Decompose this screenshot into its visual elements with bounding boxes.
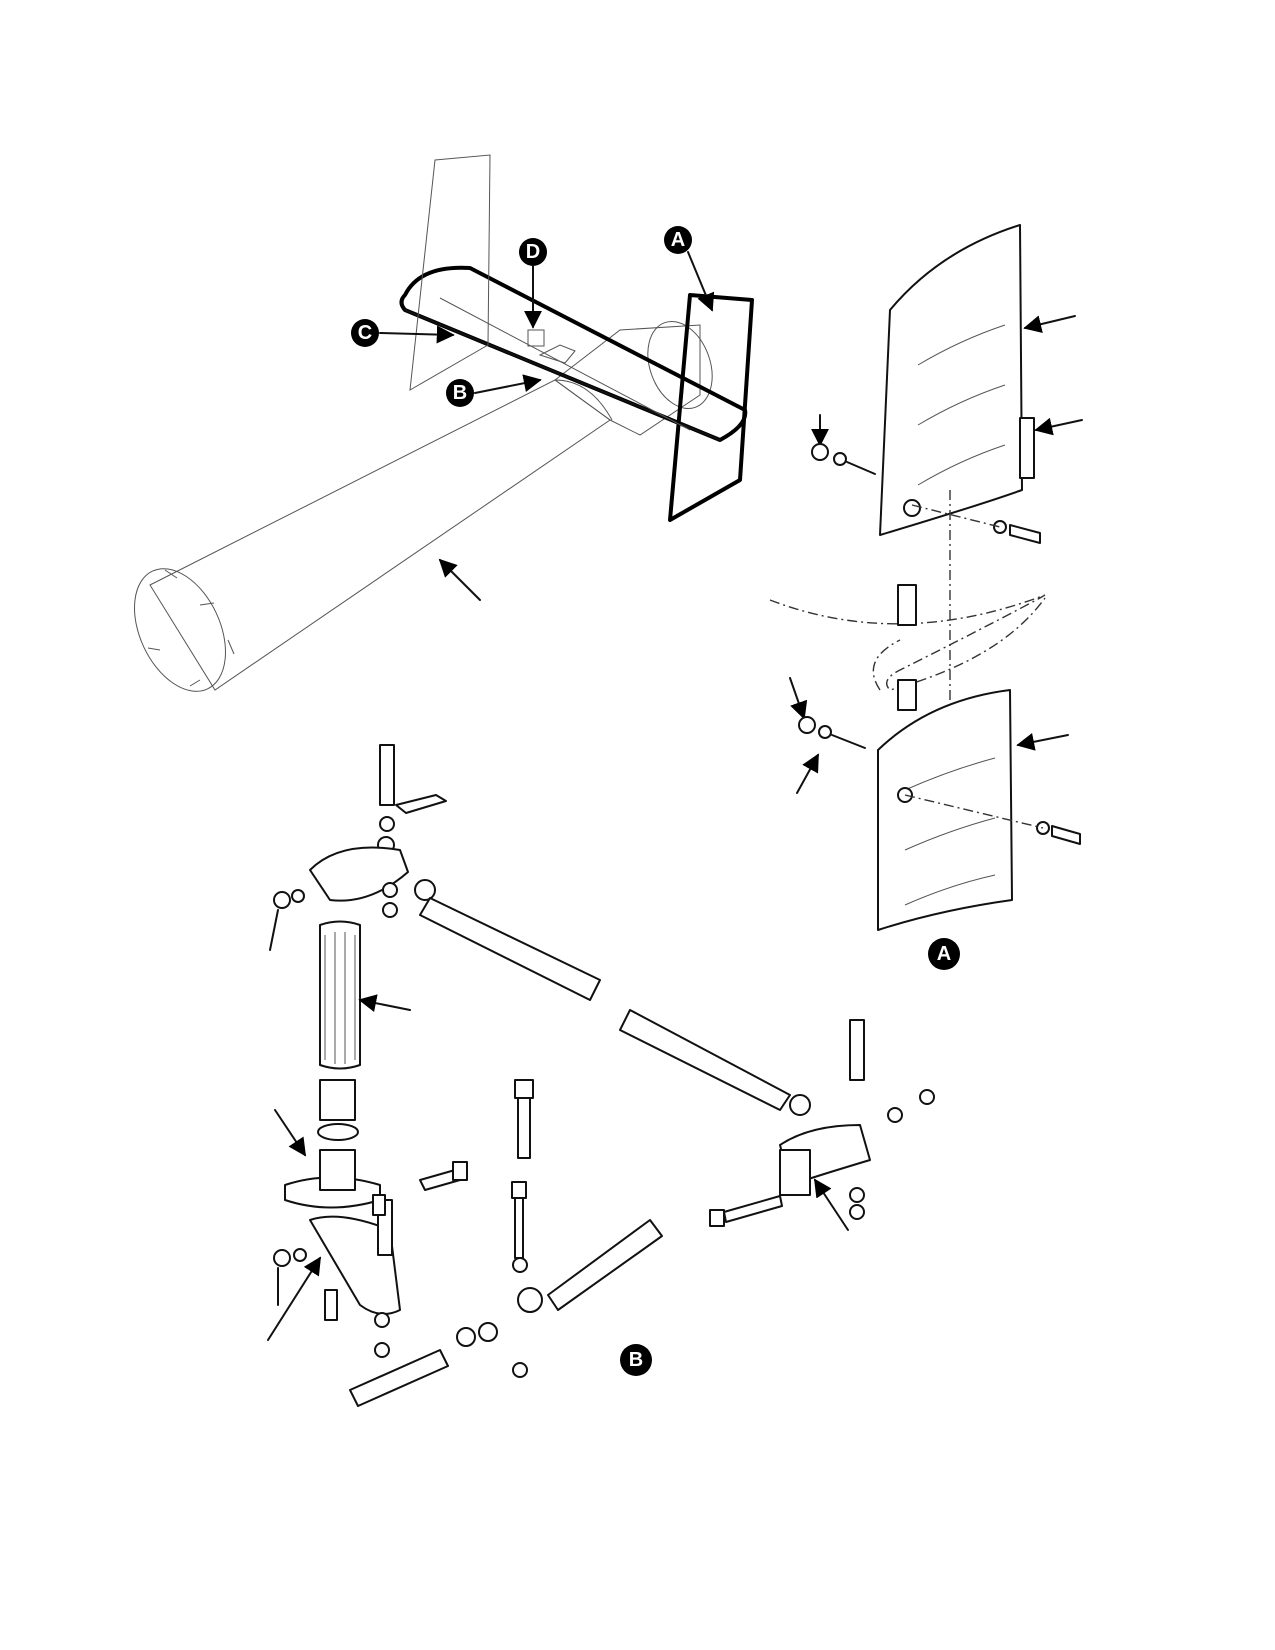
right-bellcrank [779,1019,935,1220]
bearing-spacer [317,1079,359,1141]
callout-b-top: B [446,379,474,407]
svg-text:A: A [671,229,685,251]
upper-fin-leader-2 [1034,417,1083,436]
shaft-leader [358,994,411,1013]
svg-text:D: D [526,241,540,263]
callout-d-top: D [519,238,547,266]
lower-centerline [904,794,1044,829]
upper-fin-leader-1 [1023,315,1076,333]
svg-text:B: B [453,382,467,404]
boom-leader-arrow [438,558,481,601]
lower-nut-leader-1 [789,677,808,720]
bracket-leader [274,1109,306,1157]
lower-push-pull-rod [349,1219,663,1407]
lower-bolt [1036,821,1081,845]
upper-centerline [911,504,1001,528]
vertical-bolts [372,1181,528,1378]
svg-text:C: C [358,322,372,344]
callout-c-top: C [351,319,379,347]
leader-a-top [687,251,715,312]
lower-bellcrank [273,1199,401,1321]
upper-fin [879,224,1035,536]
upper-bolt [993,520,1041,544]
stabilizer-section [769,584,1046,711]
center-bolt [514,1079,534,1159]
right-bolt [709,1195,783,1227]
leader-c-top [379,325,455,344]
upper-nut [811,443,876,475]
svg-text:B: B [629,1349,643,1371]
lower-bellcrank-leader [267,1256,321,1341]
callout-b-detail: B [620,1344,652,1376]
bracket-bolt [419,1161,468,1191]
upper-push-pull-rod [414,879,811,1116]
lower-nut [798,716,866,749]
lower-fin [877,689,1013,931]
callout-a-detail: A [928,938,960,970]
upper-bellcrank [269,744,447,951]
lower-fin-leader [1016,732,1069,751]
tail-boom [134,320,713,692]
leader-b-top [474,374,542,394]
lower-nut-leader-2 [796,753,819,794]
callout-a-top: A [664,226,692,254]
stabilizer [399,154,754,522]
right-bellcrank-leader [814,1178,849,1231]
torque-shaft [319,920,361,1070]
support-bracket [284,1149,381,1209]
svg-text:A: A [937,943,951,965]
